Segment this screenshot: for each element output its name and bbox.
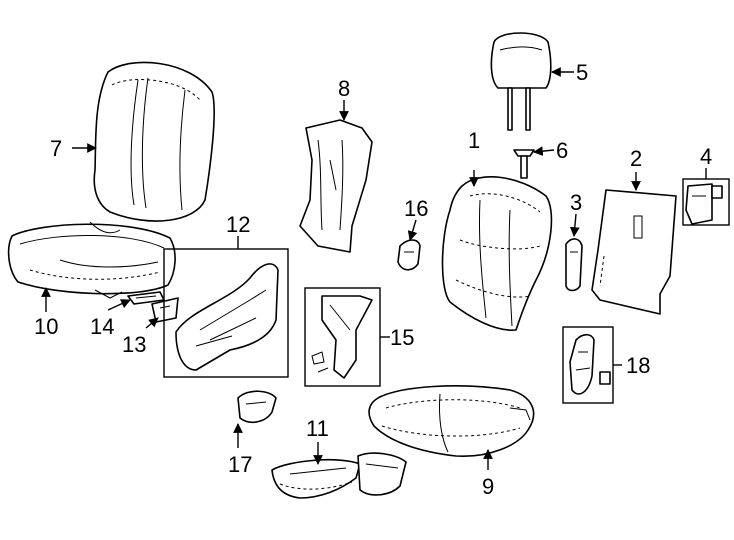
part-2-back-board: [591, 189, 677, 315]
callout-11: 11: [306, 416, 329, 441]
callout-4: 4: [700, 144, 712, 169]
callout-8: 8: [338, 76, 350, 101]
part-10-seat-cushion-cover: [7, 221, 176, 299]
part-7-seat-back-cover: [93, 61, 215, 222]
callout-16: 16: [404, 196, 428, 221]
part-6-headrest-guide: [513, 149, 535, 179]
callout-1: 1: [468, 128, 480, 153]
part-16-cover: [397, 239, 421, 271]
callout-5: 5: [576, 60, 588, 85]
leaders: [41, 67, 707, 470]
part-1-seat-back: [441, 176, 553, 331]
part-15-bracket: [311, 295, 373, 379]
part-11-pad-pieces: [271, 452, 407, 499]
callout-18: 18: [626, 353, 650, 378]
callout-labels: 7 10 14 13 8 12 15 5 6 1 16 3 2 4 18 17 …: [34, 60, 712, 499]
callout-6: 6: [556, 138, 568, 163]
box-12: [163, 248, 289, 378]
part-4-lever: [685, 183, 723, 225]
callout-7: 7: [50, 136, 62, 161]
callout-17: 17: [228, 452, 252, 477]
part-17-pad: [237, 390, 277, 424]
part-18-bracket: [569, 333, 611, 395]
callout-12: 12: [226, 212, 250, 237]
callout-14: 14: [90, 314, 114, 339]
callout-2: 2: [630, 146, 642, 171]
callout-10: 10: [34, 314, 58, 339]
part-3-trim: [565, 238, 583, 292]
part-9-seat-cushion: [368, 385, 535, 457]
part-13-trim: [151, 297, 179, 323]
callout-15: 15: [390, 325, 414, 350]
callout-13: 13: [122, 332, 146, 357]
callout-3: 3: [570, 190, 582, 215]
part-8-back-pad: [299, 119, 373, 253]
part-12-side-panel: [175, 263, 279, 371]
callout-9: 9: [482, 474, 494, 499]
part-5-headrest: [490, 32, 552, 131]
